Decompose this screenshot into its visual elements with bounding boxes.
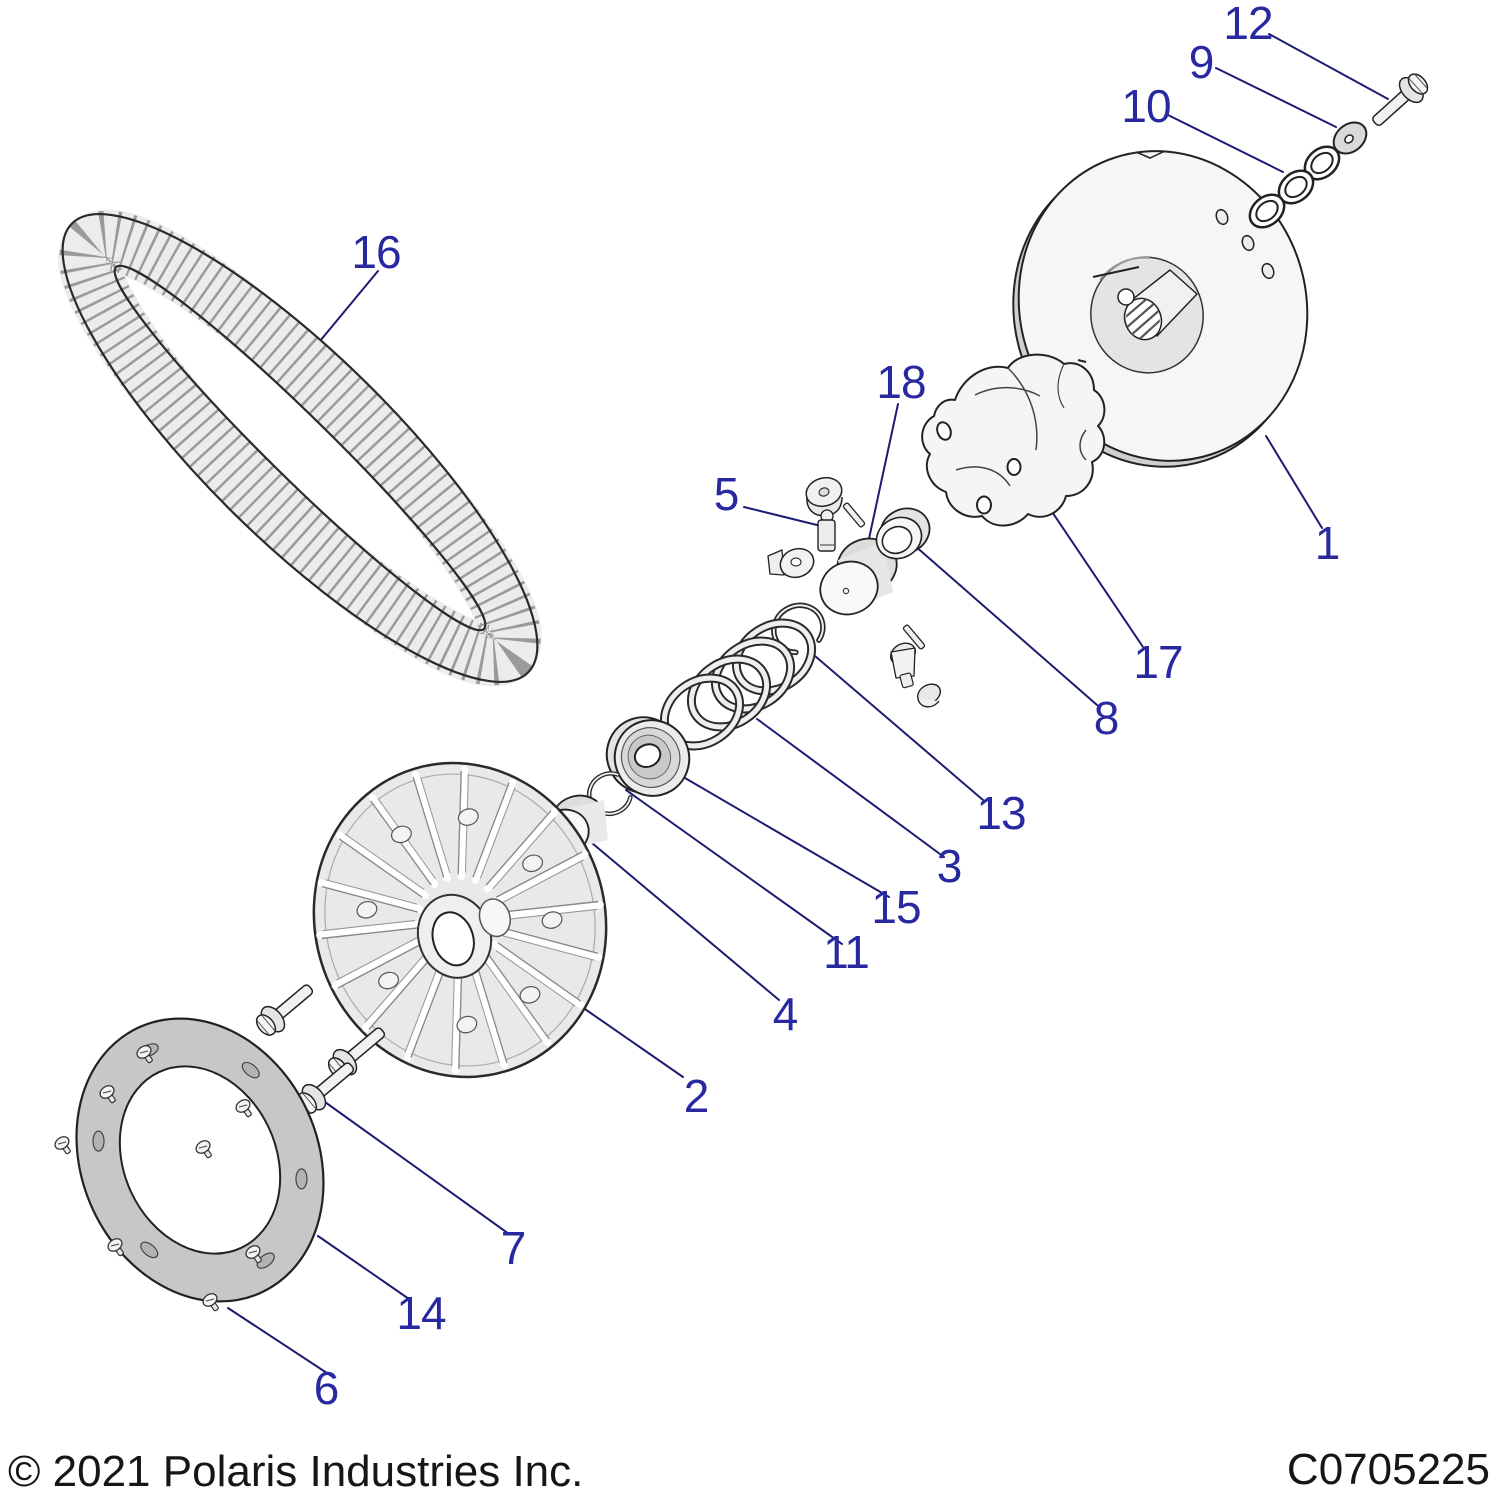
callout-7: 7 (500, 1222, 527, 1274)
callout-13: 13 (976, 787, 1026, 839)
part-spoked-sheave (312, 761, 608, 1079)
callout-12: 12 (1223, 0, 1273, 49)
callout-17: 17 (1133, 636, 1183, 688)
part-roller-drum (819, 537, 898, 616)
leader-lines (227, 33, 1389, 1378)
callout-10: 10 (1121, 80, 1171, 132)
part-pivot-bolt (1364, 67, 1435, 135)
callout-18: 18 (876, 356, 926, 408)
part-spring (659, 618, 817, 751)
callout-9: 9 (1188, 36, 1215, 88)
part-bushing-ring (875, 507, 931, 560)
callout-8: 8 (1093, 692, 1120, 744)
callout-15: 15 (871, 881, 921, 933)
copyright-notice: © 2021 Polaris Industries Inc. (8, 1447, 584, 1496)
part-shim-rings (1242, 138, 1347, 236)
callout-5: 5 (713, 468, 740, 520)
document-part-code: C0705225 (1286, 1445, 1490, 1494)
part-spider-hub (921, 353, 1106, 527)
part-pin-assembly (889, 624, 942, 708)
callout-3: 3 (936, 840, 963, 892)
callout-1: 1 (1314, 517, 1341, 569)
callout-14: 14 (396, 1287, 446, 1339)
callout-4: 4 (772, 988, 799, 1040)
callout-6: 6 (313, 1362, 340, 1414)
part-roller-pin-set (767, 476, 866, 579)
part-drive-belt (58, 209, 542, 687)
part-bearing (605, 716, 691, 797)
callout-2: 2 (683, 1070, 710, 1122)
callout-11: 11 (823, 926, 870, 978)
callout-16: 16 (351, 226, 401, 278)
part-gasket-plate (75, 1017, 325, 1303)
